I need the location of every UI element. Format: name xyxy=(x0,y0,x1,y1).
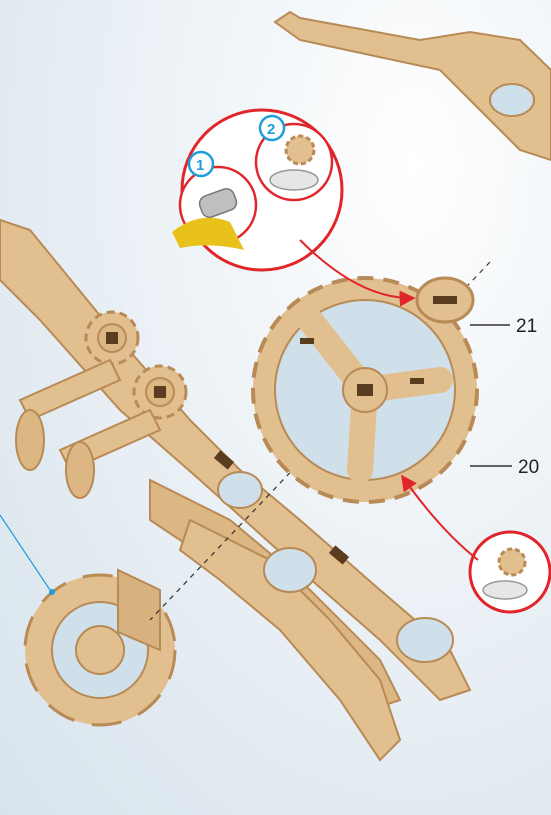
disc-part-21 xyxy=(417,278,473,322)
detail-inset-right xyxy=(470,532,550,612)
step-number-1: 1 xyxy=(196,157,204,174)
blue-leader-dot xyxy=(49,589,55,595)
sprocket-bottom-left xyxy=(25,570,175,725)
blue-leader-line xyxy=(0,515,50,590)
part-number-20: 20 xyxy=(518,457,539,478)
part-number-21: 21 xyxy=(516,316,537,337)
step-number-2: 2 xyxy=(267,121,275,138)
detail-inset-top: 1 2 xyxy=(172,110,342,270)
small-gear-detail xyxy=(286,136,314,164)
pinion-gear-lower xyxy=(134,366,186,418)
insert-base xyxy=(270,170,318,190)
pinion-gear-upper xyxy=(86,312,138,364)
